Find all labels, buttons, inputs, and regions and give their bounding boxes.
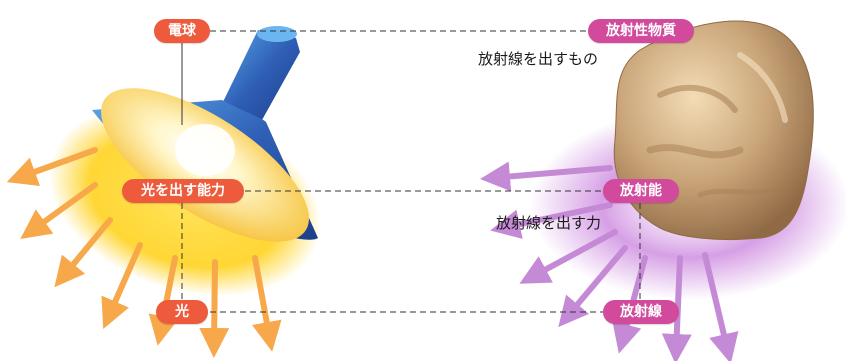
desk-lamp-icon: [92, 26, 318, 242]
radioactivity-label: 放射能: [603, 179, 679, 203]
light-ray: [20, 182, 98, 240]
connector-lines: [181, 30, 641, 313]
light-ray: [6, 147, 98, 186]
radioactive-substance-caption: 放射線を出すもの: [478, 50, 599, 68]
radiation-ray: [490, 202, 613, 239]
light-label: 光: [156, 300, 208, 324]
radioactivity-caption: 放射線を出す力: [496, 214, 602, 232]
light-ray: [54, 217, 113, 288]
light-ray: [101, 242, 143, 329]
light-ability-label: 光を出す能力: [122, 179, 244, 203]
light-ray: [199, 259, 230, 358]
radiation-ray: [519, 229, 618, 284]
radioactive-substance-label: 放射性物質: [588, 19, 694, 43]
radiation-ray: [661, 255, 692, 361]
radiation-label: 放射線: [603, 300, 679, 324]
radiation-ray: [702, 252, 739, 361]
radiation-ray: [558, 245, 628, 328]
radioactive-rock-icon: [613, 20, 814, 241]
bulb-label: 電球: [154, 19, 210, 43]
light-ray: [252, 255, 282, 352]
radiation-ray: [480, 161, 613, 192]
